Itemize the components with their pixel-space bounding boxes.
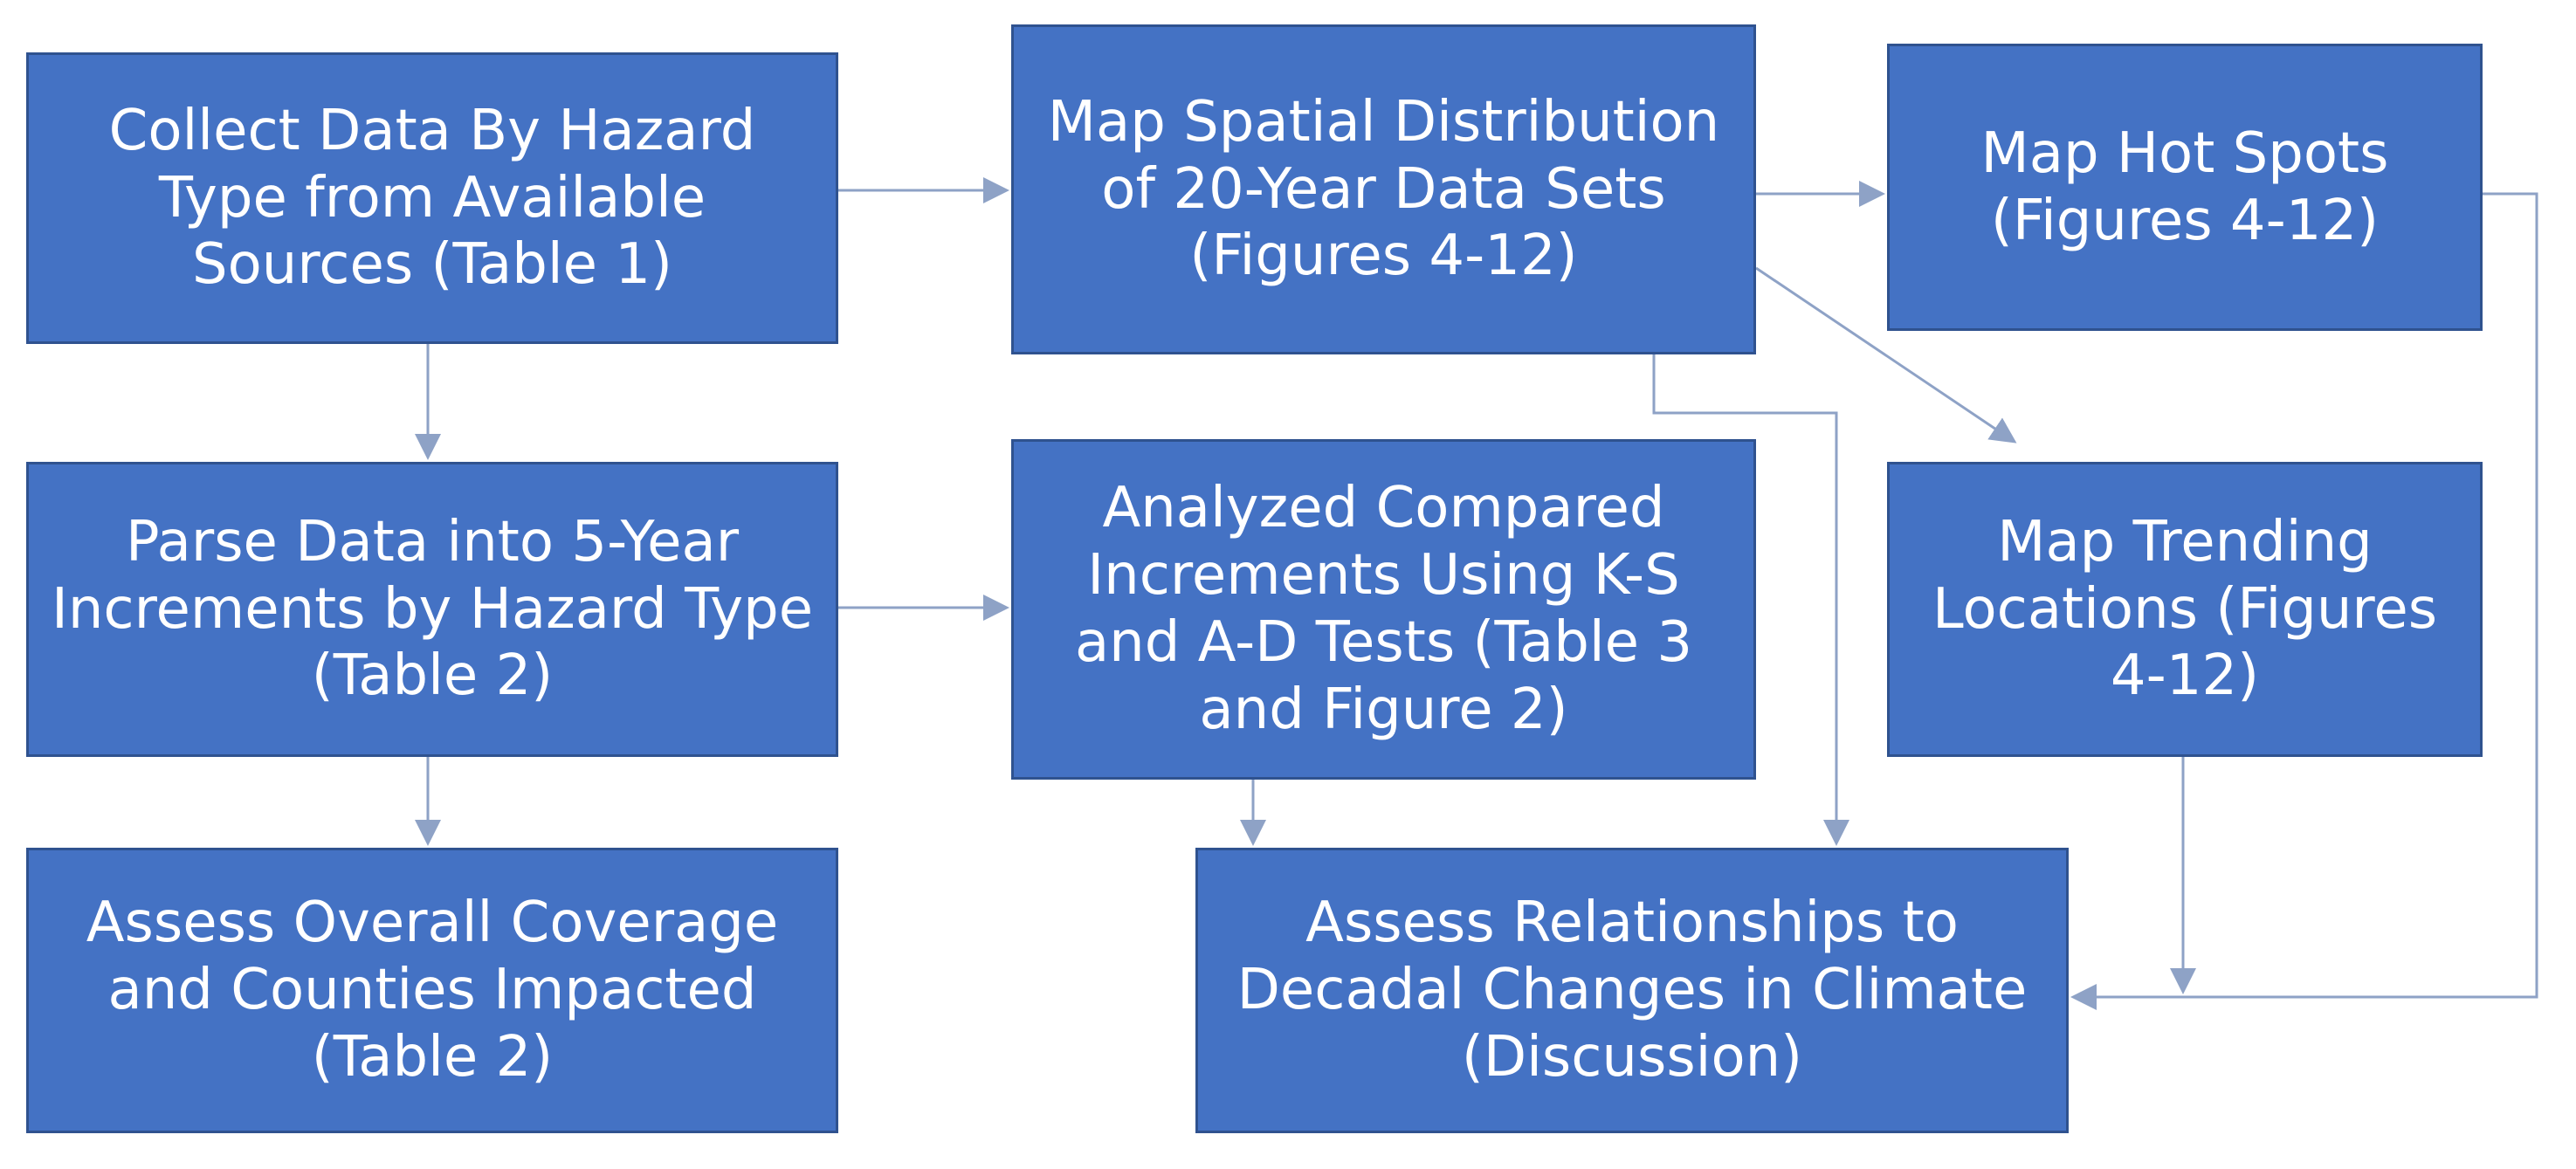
node-assess-coverage-label: Assess Overall Coverage and Counties Imp… <box>86 891 779 1090</box>
node-map-spatial-distribution: Map Spatial Distribution of 20-Year Data… <box>1011 24 1756 354</box>
node-map-hot-spots-label: Map Hot Spots (Figures 4-12) <box>1980 120 2389 253</box>
edge-spatial-to-relationships <box>1652 354 1849 846</box>
node-assess-relationships-label: Assess Relationships to Decadal Changes … <box>1236 891 2028 1090</box>
node-collect-data-label: Collect Data By Hazard Type from Availab… <box>108 98 756 298</box>
node-map-trending-locations: Map Trending Locations (Figures 4-12) <box>1887 462 2483 757</box>
node-map-trending-locations-label: Map Trending Locations (Figures 4-12) <box>1932 509 2438 709</box>
node-parse-data: Parse Data into 5-Year Increments by Haz… <box>26 462 838 757</box>
node-parse-data-label: Parse Data into 5-Year Increments by Haz… <box>51 509 814 709</box>
node-assess-relationships: Assess Relationships to Decadal Changes … <box>1195 848 2069 1133</box>
node-assess-coverage: Assess Overall Coverage and Counties Imp… <box>26 848 838 1133</box>
node-analyzed-increments: Analyzed Compared Increments Using K-S a… <box>1011 439 1756 780</box>
node-map-hot-spots: Map Hot Spots (Figures 4-12) <box>1887 44 2483 331</box>
node-analyzed-increments-label: Analyzed Compared Increments Using K-S a… <box>1074 476 1693 742</box>
node-map-spatial-distribution-label: Map Spatial Distribution of 20-Year Data… <box>1047 89 1720 289</box>
edge-hotspots-to-relationships <box>2070 192 2538 1010</box>
edge-spatial-to-trending <box>1755 266 2017 444</box>
node-collect-data: Collect Data By Hazard Type from Availab… <box>26 52 838 344</box>
